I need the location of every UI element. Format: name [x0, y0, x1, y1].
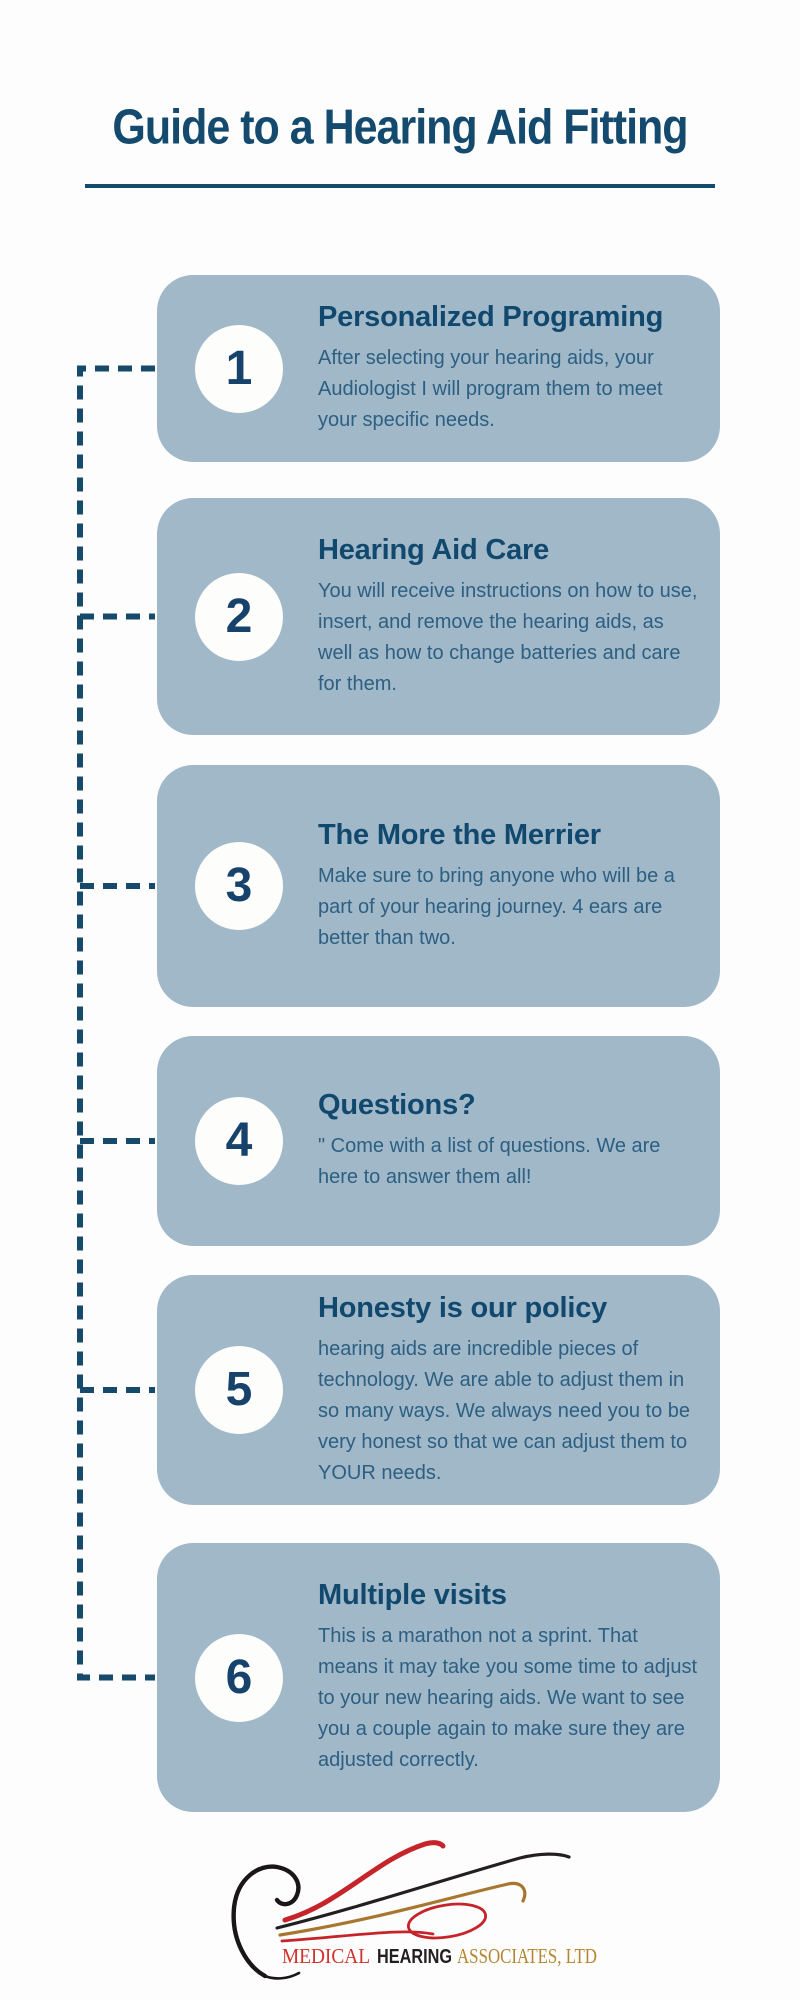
logo-word-medical: MEDICAL — [282, 1944, 370, 1968]
step-number-badge: 6 — [195, 1633, 283, 1722]
swoosh-gold — [278, 1881, 527, 1937]
step-card-2: 2 Hearing Aid Care You will receive inst… — [157, 498, 720, 735]
step-body: hearing aids are incredible pieces of te… — [318, 1337, 691, 1484]
step-card-4: 4 Questions? " Come with a list of quest… — [157, 1036, 720, 1246]
title-underline — [85, 184, 715, 188]
step-body: You will receive instructions on how to … — [318, 579, 698, 695]
step-body: Make sure to bring anyone who will be a … — [318, 864, 675, 949]
step-number-badge: 2 — [195, 572, 283, 661]
step-card-1: 1 Personalized Programing After selectin… — [157, 275, 720, 462]
step-body: This is a marathon not a sprint. That me… — [318, 1625, 698, 1771]
step-number: 5 — [225, 1363, 253, 1416]
step-body: After selecting your hearing aids, your … — [318, 347, 663, 431]
step-number: 2 — [225, 589, 253, 643]
step-heading: Multiple visits — [318, 1579, 507, 1611]
step-number: 1 — [225, 341, 253, 395]
step-number: 4 — [225, 1114, 253, 1167]
step-number-badge: 4 — [195, 1097, 283, 1185]
logo-word-associates: ASSOCIATES, LTD — [457, 1944, 597, 1968]
step-body: " Come with a list of questions. We are … — [318, 1135, 661, 1188]
step-number-badge: 1 — [195, 324, 283, 413]
page-title: Guide to a Hearing Aid Fitting — [112, 100, 688, 155]
step-heading: Honesty is our policy — [318, 1291, 608, 1324]
step-card-3: 3 The More the Merrier Make sure to brin… — [157, 765, 720, 1007]
swoosh-red-loop — [406, 1902, 488, 1940]
soundwave-swoosh-icons — [275, 1840, 571, 1943]
step-heading: Hearing Aid Care — [318, 533, 550, 566]
company-logo: MEDICAL HEARING ASSOCIATES, LTD — [231, 1840, 597, 1980]
step-number-badge: 3 — [195, 842, 283, 930]
swoosh-red-top — [282, 1840, 446, 1923]
swoosh-red-sweep — [280, 1930, 435, 1943]
step-number: 3 — [225, 859, 253, 912]
swoosh-black — [275, 1852, 571, 1930]
ear-icon — [231, 1864, 301, 1980]
step-heading: Personalized Programing — [318, 301, 664, 333]
step-card-5: 5 Honesty is our policy hearing aids are… — [157, 1275, 720, 1505]
step-card-6: 6 Multiple visits This is a marathon not… — [157, 1543, 720, 1812]
step-number-badge: 5 — [195, 1346, 283, 1434]
logo-word-hearing: HEARING — [377, 1946, 452, 1968]
step-heading: The More the Merrier — [318, 818, 601, 851]
step-heading: Questions? — [318, 1089, 476, 1121]
step-number: 6 — [225, 1650, 253, 1704]
